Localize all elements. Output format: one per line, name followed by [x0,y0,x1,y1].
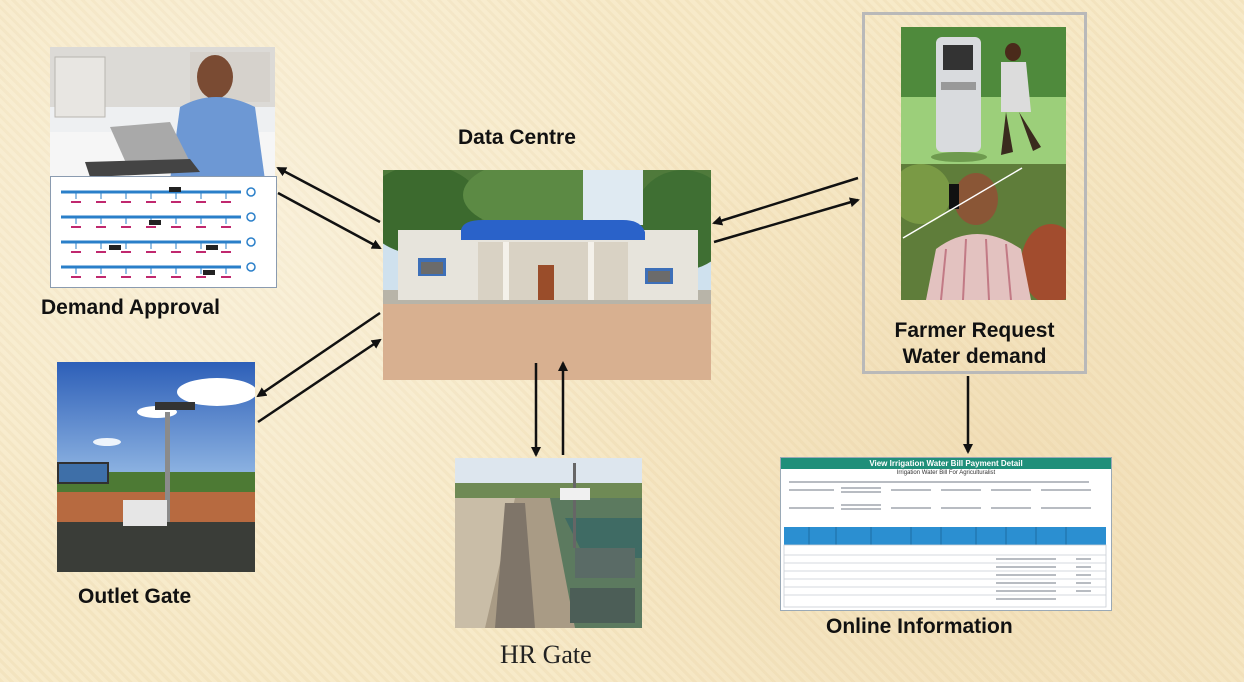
outlet-gate-label: Outlet Gate [78,585,192,608]
online-information-screen: View Irrigation Water Bill Payment Detai… [780,457,1112,611]
hr-gate-photo [455,458,642,628]
hr-gate-label: HR Gate [500,640,592,669]
farmer-request-label-line2: Water demand [902,345,1047,368]
online-screen-subheader: Irrigation Water Bill For Agriculturalis… [896,470,996,476]
data-centre-label: Data Centre [458,126,576,149]
farmer-request-label-line1: Farmer Request [894,319,1055,342]
demand-approval-label: Demand Approval [41,296,220,319]
demand-approval-photo [50,47,275,180]
arrow-outlet-to-datacentre [257,338,382,424]
outlet-gate-photo [57,362,255,572]
demand-approval-schematic [50,176,277,288]
arrow-datacentre-to-outlet [256,311,381,398]
online-information-label: Online Information [826,615,1013,638]
farmer-kiosk-photo [901,27,1066,164]
arrow-demand-to-datacentre [277,191,382,250]
farmer-phone-photo [901,164,1066,300]
data-centre-photo [383,170,711,380]
farmer-request-frame [862,12,1087,374]
arrow-datacentre-to-demand [276,166,381,224]
online-screen-header: View Irrigation Water Bill Payment Detai… [781,458,1111,469]
arrow-datacentre-to-farmer [713,197,860,244]
arrow-farmer-to-datacentre [712,176,859,226]
farmer-request-label: Farmer Request Water demand [866,318,1083,370]
